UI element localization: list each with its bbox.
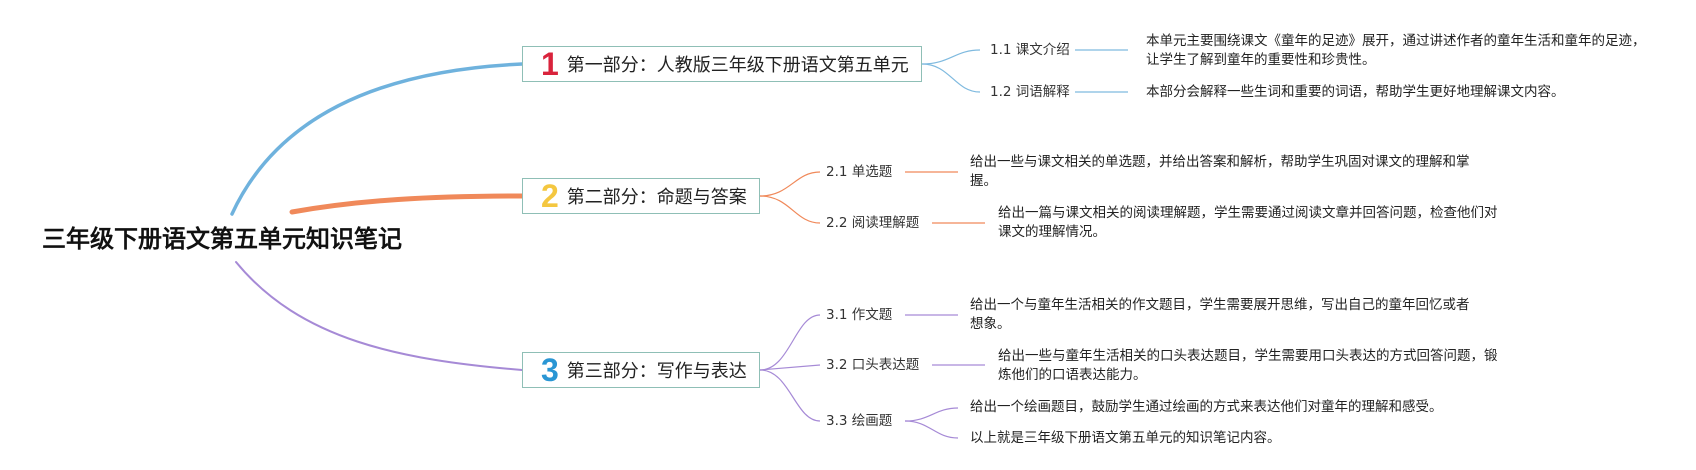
section-1-sub-2-note: 本部分会解释一些生词和重要的词语，帮助学生更好地理解课文内容。 bbox=[1146, 84, 1565, 100]
section-2-branch-2 bbox=[759, 195, 821, 224]
section-3-branch-1 bbox=[759, 314, 821, 371]
section-2-sub-1-note: 给出一些与课文相关的单选题，并给出答案和解析，帮助学生巩固对课文的理解和掌握。 bbox=[970, 154, 1470, 189]
section-3-sub-2-note: 给出一些与童年生活相关的口头表达题目，学生需要用口头表达的方式回答问题，锻炼他们… bbox=[998, 348, 1498, 383]
section-3-sub-1[interactable]: 3.1 作文题 bbox=[826, 307, 893, 323]
section-1-branch-2 bbox=[921, 63, 981, 93]
mindmap-root-title[interactable]: 三年级下册语文第五单元知识笔记 bbox=[42, 225, 402, 253]
section-2-title: 第二部分：命题与答案 bbox=[566, 187, 747, 208]
root-link-1 bbox=[230, 62, 524, 216]
section-1-sub-1[interactable]: 1.1 课文介绍 bbox=[990, 42, 1070, 58]
section-1-node[interactable]: 1 第一部分：人教版三年级下册语文第五单元 bbox=[522, 46, 922, 82]
section-3-number: 3 bbox=[541, 352, 559, 388]
section-3-branch-3 bbox=[759, 369, 821, 422]
section-2-number: 2 bbox=[541, 178, 559, 214]
section-3-sub-3-note-1: 给出一个绘画题目，鼓励学生通过绘画的方式来表达他们对童年的理解和感受。 bbox=[970, 399, 1443, 415]
section-3-sub-3[interactable]: 3.3 绘画题 bbox=[826, 413, 893, 429]
section-3-node[interactable]: 3 第三部分：写作与表达 bbox=[522, 352, 760, 388]
section-1-title: 第一部分：人教版三年级下册语文第五单元 bbox=[566, 55, 909, 76]
section-3-branch-2 bbox=[759, 364, 821, 371]
section-3-title: 第三部分：写作与表达 bbox=[566, 361, 747, 382]
section-3-note-link-3a bbox=[904, 407, 959, 422]
section-1-branch-1 bbox=[921, 49, 981, 65]
section-2-sub-2[interactable]: 2.2 阅读理解题 bbox=[826, 215, 920, 231]
section-2-sub-1[interactable]: 2.1 单选题 bbox=[826, 164, 893, 180]
root-link-2 bbox=[289, 193, 525, 215]
section-1-number: 1 bbox=[541, 46, 559, 82]
section-3-sub-1-note: 给出一个与童年生活相关的作文题目，学生需要展开思维，写出自己的童年回忆或者想象。 bbox=[970, 297, 1470, 332]
section-2-branch-1 bbox=[759, 171, 821, 197]
root-link-3 bbox=[235, 261, 523, 371]
section-2-sub-2-note: 给出一篇与课文相关的阅读理解题，学生需要通过阅读文章并回答问题，检查他们对课文的… bbox=[998, 205, 1498, 240]
section-3-sub-2[interactable]: 3.2 口头表达题 bbox=[826, 357, 920, 373]
section-2-node[interactable]: 2 第二部分：命题与答案 bbox=[522, 178, 760, 214]
section-1-sub-2[interactable]: 1.2 词语解释 bbox=[990, 84, 1070, 100]
section-3-note-link-3b bbox=[904, 420, 959, 439]
section-1-sub-1-note: 本单元主要围绕课文《童年的足迹》展开，通过讲述作者的童年生活和童年的足迹，让学生… bbox=[1146, 33, 1646, 68]
section-3-sub-3-note-2: 以上就是三年级下册语文第五单元的知识笔记内容。 bbox=[970, 430, 1281, 446]
